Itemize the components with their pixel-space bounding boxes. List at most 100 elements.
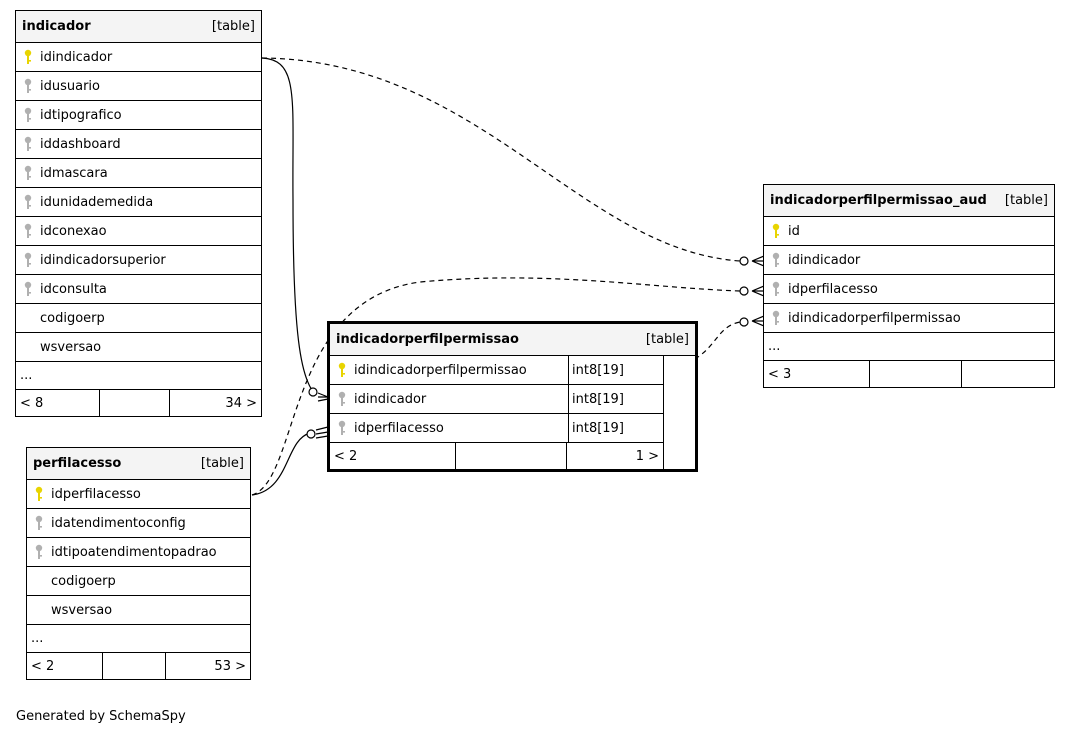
column-name: wsversao	[40, 339, 102, 355]
column-name: idindicador	[354, 391, 427, 407]
foreign-key-icon	[16, 136, 40, 152]
column-name: idindicador	[788, 252, 861, 268]
column-row-idindicador[interactable]: idindicador	[764, 246, 1054, 275]
edge-perfilacesso-to-indicadorperfilpermissao	[251, 432, 311, 496]
column-type: int8[19]	[568, 356, 663, 384]
table-indicadorperfilpermissao[interactable]: indicadorperfilpermissao [table] idindic…	[327, 321, 698, 472]
column-row-idindicador[interactable]: idindicador int8[19]	[330, 385, 663, 414]
table-footer: < 3	[764, 361, 1054, 387]
column-row-codigoerp[interactable]: codigoerp	[27, 567, 250, 596]
parents-count[interactable]: < 8	[16, 390, 100, 416]
table-name: indicador	[22, 19, 91, 34]
table-kind: [table]	[211, 19, 255, 34]
column-row-idconexao[interactable]: idconexao	[16, 217, 261, 246]
column-row-idusuario[interactable]: idusuario	[16, 72, 261, 101]
foreign-key-icon	[764, 310, 788, 326]
column-row-idindicadorperfilpermissao[interactable]: idindicadorperfilpermissao	[764, 304, 1054, 333]
column-name: idindicadorperfilpermissao	[354, 362, 527, 378]
edge-crowfoot	[751, 255, 765, 267]
column-list: id idindicador idperfilacesso idindicadorpe…	[764, 217, 1054, 333]
foreign-key-icon	[16, 252, 40, 268]
edge-end-circle	[739, 317, 749, 327]
column-name: wsversao	[51, 602, 113, 618]
edge-crowfoot	[751, 315, 765, 327]
foreign-key-icon	[764, 252, 788, 268]
column-name: codigoerp	[51, 573, 116, 589]
more-columns: ...	[27, 625, 250, 653]
edge-indicador-to-aud	[261, 57, 741, 262]
table-name: indicadorperfilpermissao_aud	[770, 193, 987, 208]
edge-end-circle	[739, 286, 749, 296]
column-type: int8[19]	[568, 385, 663, 413]
table-perfilacesso[interactable]: perfilacesso [table] idperfilacesso idate…	[26, 447, 251, 680]
column-row-idtipoatendimentopadrao[interactable]: idtipoatendimentopadrao	[27, 538, 250, 567]
column-row-iddashboard[interactable]: iddashboard	[16, 130, 261, 159]
edge-perfilacesso-to-aud	[251, 277, 741, 496]
column-type: int8[19]	[568, 414, 663, 442]
table-footer: < 8 34 >	[16, 390, 261, 416]
column-row-idmascara[interactable]: idmascara	[16, 159, 261, 188]
parents-count[interactable]: < 2	[330, 443, 456, 469]
table-kind: [table]	[1004, 193, 1048, 208]
primary-key-icon	[16, 49, 40, 65]
column-row-idconsulta[interactable]: idconsulta	[16, 275, 261, 304]
column-name: idindicadorsuperior	[40, 252, 166, 268]
primary-key-icon	[330, 362, 354, 378]
column-row-codigoerp[interactable]: codigoerp	[16, 304, 261, 333]
column-row-idindicador[interactable]: idindicador	[16, 43, 261, 72]
column-row-idtipografico[interactable]: idtipografico	[16, 101, 261, 130]
column-name: idatendimentoconfig	[51, 515, 186, 531]
footer-middle	[870, 361, 962, 387]
table-header: indicadorperfilpermissao [table]	[330, 324, 695, 356]
column-row-idunidademedida[interactable]: idunidademedida	[16, 188, 261, 217]
more-columns: ...	[764, 333, 1054, 361]
footer-middle	[456, 443, 567, 469]
table-header: indicadorperfilpermissao_aud [table]	[764, 185, 1054, 217]
foreign-key-icon	[16, 194, 40, 210]
foreign-key-icon	[16, 281, 40, 297]
edge-end-circle	[306, 429, 316, 439]
column-name: idconexao	[40, 223, 107, 239]
edge-indicadorperfilpermissao-to-aud	[660, 321, 741, 372]
column-row-idindicadorsuperior[interactable]: idindicadorsuperior	[16, 246, 261, 275]
children-count[interactable]: 34 >	[225, 395, 257, 411]
parents-count[interactable]: < 2	[27, 653, 103, 679]
column-row-wsversao[interactable]: wsversao	[16, 333, 261, 362]
footer-middle	[103, 653, 166, 679]
children-count[interactable]: 1 >	[635, 448, 659, 464]
table-name: perfilacesso	[33, 456, 122, 471]
column-row-idperfilacesso[interactable]: idperfilacesso	[764, 275, 1054, 304]
table-side-panel	[664, 356, 695, 469]
column-row-idindicadorperfilpermissao[interactable]: idindicadorperfilpermissao int8[19]	[330, 356, 663, 385]
column-name: codigoerp	[40, 310, 105, 326]
column-row-idperfilacesso[interactable]: idperfilacesso	[27, 480, 250, 509]
parents-count[interactable]: < 3	[764, 361, 870, 387]
children-count[interactable]: 53 >	[214, 658, 246, 674]
foreign-key-icon	[27, 515, 51, 531]
edge-end-circle	[739, 256, 749, 266]
generated-by-label: Generated by SchemaSpy	[16, 709, 186, 724]
primary-key-icon	[764, 223, 788, 239]
column-name: idconsulta	[40, 281, 107, 297]
column-name: idindicador	[40, 49, 113, 65]
edge-crowfoot	[751, 285, 765, 297]
column-row-wsversao[interactable]: wsversao	[27, 596, 250, 625]
primary-key-icon	[27, 486, 51, 502]
column-name: idindicadorperfilpermissao	[788, 310, 961, 326]
column-row-id[interactable]: id	[764, 217, 1054, 246]
column-name: id	[788, 223, 800, 239]
table-name: indicadorperfilpermissao	[336, 332, 519, 347]
column-name: iddashboard	[40, 136, 121, 152]
table-header: perfilacesso [table]	[27, 448, 250, 480]
column-name: idperfilacesso	[788, 281, 878, 297]
column-name: idmascara	[40, 165, 108, 181]
children-count[interactable]	[962, 361, 1054, 387]
edge-crowfoot	[315, 426, 329, 439]
column-row-idatendimentoconfig[interactable]: idatendimentoconfig	[27, 509, 250, 538]
